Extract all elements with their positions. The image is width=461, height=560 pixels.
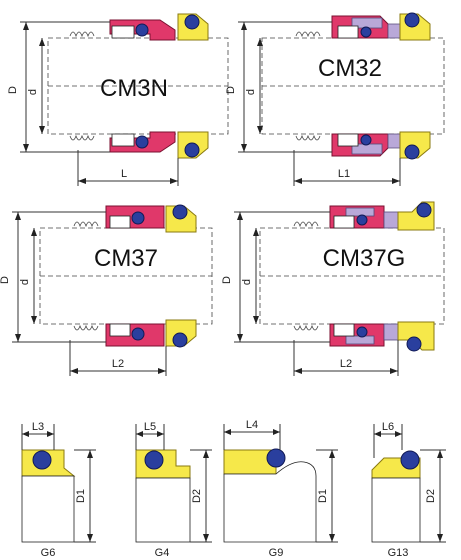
drive-ring-top <box>111 25 135 39</box>
oring-top-seat <box>184 14 200 30</box>
oring-bottom-seat <box>406 336 422 352</box>
label-L4: L4 <box>246 419 258 431</box>
label-D2: D2 <box>425 489 437 503</box>
panel-cm37 <box>12 204 213 376</box>
label-D2: D2 <box>191 489 203 503</box>
oring-bottom-seat <box>184 142 200 158</box>
label-D1: D1 <box>317 489 329 503</box>
seat-name-g4: G4 <box>155 547 170 559</box>
seat-name-g9: G9 <box>269 547 284 559</box>
label-D: D <box>0 276 11 284</box>
label-L3: L3 <box>32 421 44 433</box>
oring-bottom-head <box>135 135 149 149</box>
label-D: D <box>221 276 233 284</box>
oring-top-seat <box>172 204 188 220</box>
label-L2: L2 <box>112 358 124 370</box>
seat-g6 <box>21 424 96 543</box>
label-d: d <box>241 279 253 285</box>
oring-g4 <box>144 450 164 470</box>
drive-ring-bottom <box>111 133 135 147</box>
oring-top-head <box>135 23 149 37</box>
model-name-cm3n: CM3N <box>100 75 168 102</box>
label-L: L <box>121 168 127 180</box>
panel-cm37g <box>234 201 445 376</box>
label-L2: L2 <box>340 358 352 370</box>
oring-g13 <box>400 450 420 470</box>
label-d: d <box>27 89 39 95</box>
oring-bottom-seat <box>404 144 420 160</box>
label-D1: D1 <box>75 489 87 503</box>
model-name-cm32: CM32 <box>318 55 382 82</box>
oring-top-seat <box>416 202 432 218</box>
seat-g13 <box>371 424 446 543</box>
label-L5: L5 <box>144 421 156 433</box>
seat-g9 <box>223 424 338 543</box>
seat-name-g6: G6 <box>41 547 56 559</box>
oring-top-seat <box>404 12 420 28</box>
label-d: d <box>245 89 257 95</box>
oring-g9 <box>266 448 286 468</box>
label-L6: L6 <box>382 421 394 433</box>
label-D: D <box>7 86 19 94</box>
label-d: d <box>19 279 31 285</box>
oring-bottom-seat <box>172 332 188 348</box>
seat-name-g13: G13 <box>388 547 409 559</box>
label-D: D <box>225 86 237 94</box>
spring-top <box>69 31 95 38</box>
panel-cm32 <box>238 12 445 186</box>
label-L1: L1 <box>338 168 350 180</box>
panel-cm3n <box>20 13 229 186</box>
model-name-cm37: CM37 <box>94 245 158 272</box>
seat-g4-yellow <box>135 449 191 479</box>
spring-bottom <box>69 134 95 141</box>
model-name-cm37g: CM37G <box>323 245 406 272</box>
oring-g6 <box>32 450 52 470</box>
seat-g4 <box>135 424 212 543</box>
